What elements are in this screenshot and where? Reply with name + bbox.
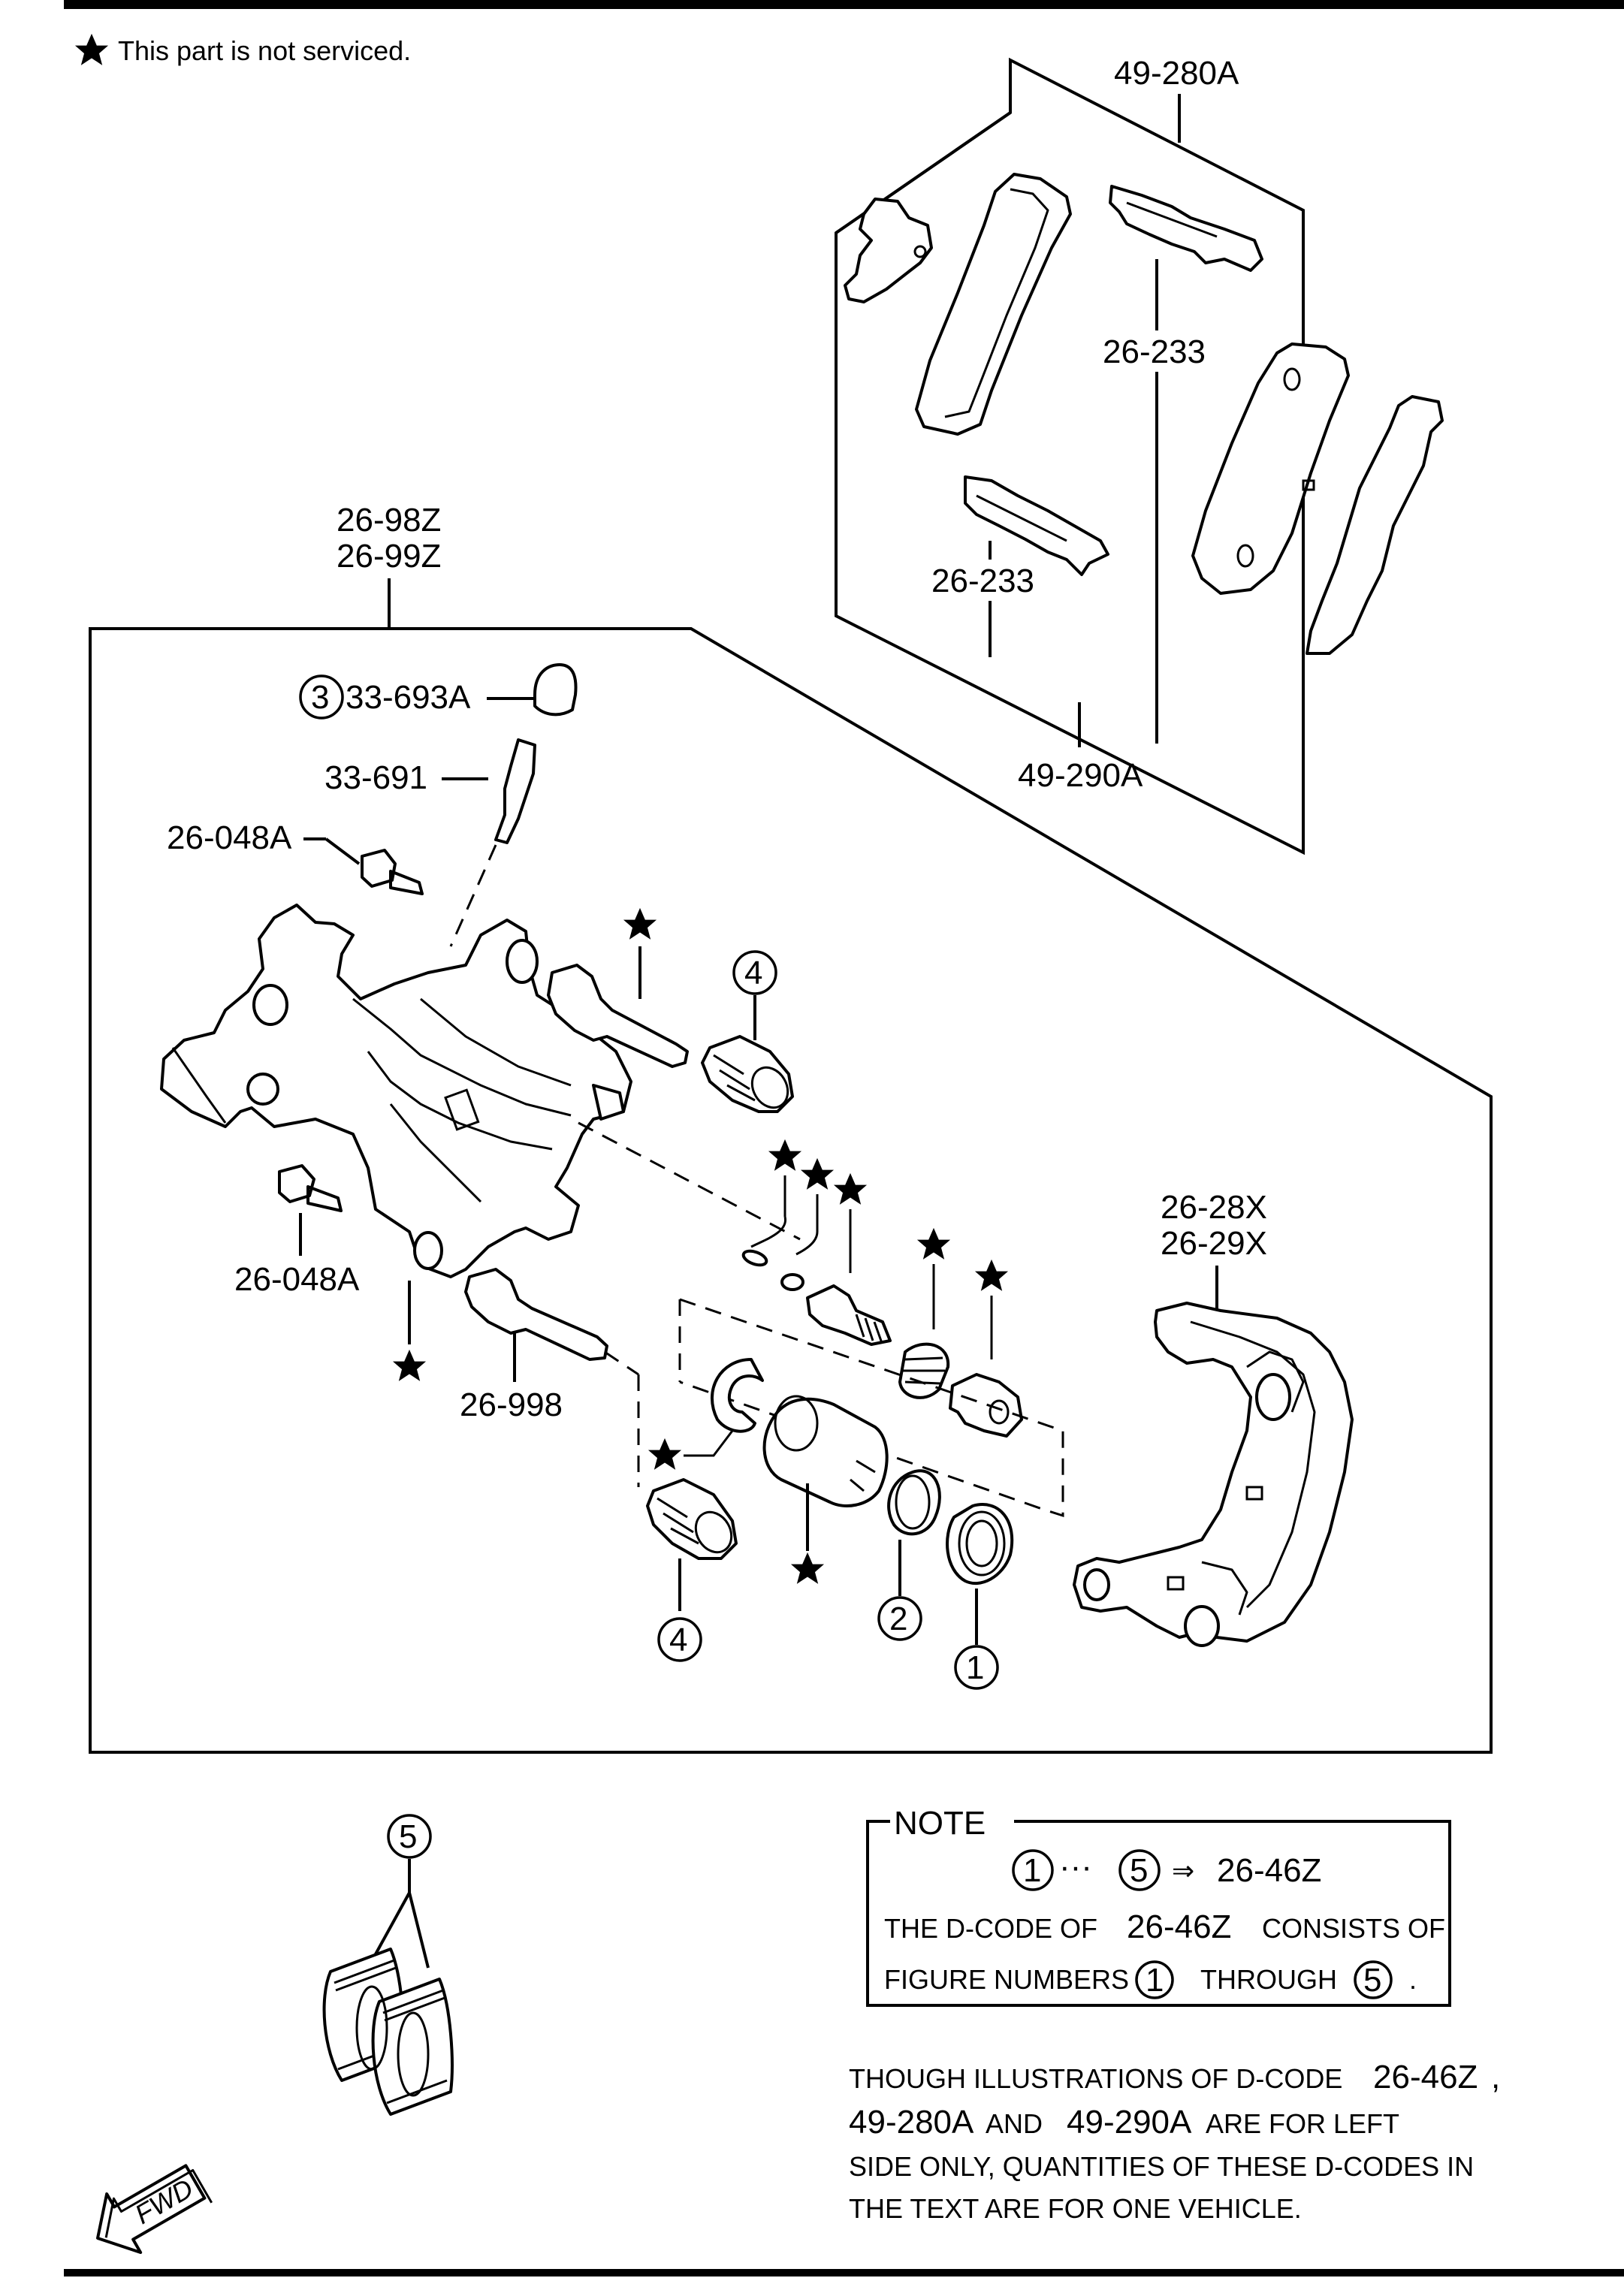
note-title: NOTE: [894, 1805, 986, 1842]
piston-dust-seal: [946, 1503, 1014, 1586]
footnote: THOUGH ILLUSTRATIONS OF D-CODE 26-46Z , …: [849, 2059, 1500, 2224]
caliper-body: [160, 904, 632, 1278]
pad-clip-upper: [1109, 185, 1263, 272]
note-line2-a: THE D-CODE OF: [884, 1913, 1097, 1944]
note-range-to: 5: [1130, 1852, 1148, 1889]
caliper-bracket: [1073, 1302, 1354, 1643]
circle-3: [299, 674, 344, 720]
legend-text: This part is not serviced.: [118, 35, 411, 66]
guide-pin-upper: [547, 964, 689, 1068]
bleeder-code: 33-691: [324, 759, 427, 796]
star-icon: [392, 1349, 427, 1381]
footnote-line1-end: ,: [1491, 2059, 1500, 2095]
legend: This part is not serviced.: [74, 33, 411, 66]
circle-2: [877, 1596, 922, 1641]
star-icon: [800, 1157, 835, 1190]
star-icon: [768, 1139, 802, 1171]
caliper-code-2: 26-99Z: [337, 538, 441, 575]
circle-4b-num: 4: [669, 1622, 687, 1658]
circle-1: [954, 1645, 999, 1690]
circle-5: [387, 1814, 432, 1859]
cap-code: 33-693A: [346, 679, 471, 716]
shim-left: [844, 198, 933, 303]
bottom-rule: [64, 2269, 1624, 2276]
bleeder-screw: [494, 738, 536, 844]
pads-code-bottom: 49-290A: [1018, 757, 1143, 794]
circle-1-num: 1: [966, 1649, 984, 1686]
pads-code-top: 49-280A: [1114, 55, 1239, 92]
dust-boot-upper: [701, 1035, 794, 1113]
note-line2-code: 26-46Z: [1127, 1908, 1231, 1945]
fwd-arrow-icon: FWD: [96, 2164, 213, 2254]
star-icon: [974, 1259, 1009, 1291]
star-icon: [623, 907, 657, 940]
circle-3-num: 3: [311, 679, 329, 716]
footnote-line2-and: AND: [986, 2108, 1043, 2139]
note-range-code: 26-46Z: [1217, 1852, 1321, 1889]
circle-2-num: 2: [889, 1601, 907, 1637]
note-line3-to: 5: [1363, 1962, 1381, 1999]
top-rule: [64, 0, 1624, 9]
star-icon: [647, 1438, 682, 1470]
footnote-line4: THE TEXT ARE FOR ONE VEHICLE.: [849, 2193, 1302, 2224]
note-line3-a: FIGURE NUMBERS: [884, 1964, 1129, 1995]
piston: [762, 1397, 889, 1507]
star-icon: [74, 33, 109, 65]
clip-code-lower: 26-233: [931, 563, 1034, 599]
star-icon: [916, 1227, 951, 1260]
brake-pad-outer: [915, 173, 1072, 436]
note-line3-from: 1: [1146, 1962, 1164, 1999]
circle-4a: [732, 950, 777, 995]
shim-right: [1306, 395, 1444, 655]
dust-boot-lower: [646, 1478, 738, 1560]
adjuster-screw: [806, 1284, 892, 1346]
circle-4b: [657, 1617, 702, 1662]
caliper-box-outline: [89, 627, 1493, 1754]
clip-code-upper: 26-233: [1103, 333, 1206, 370]
note-range-dots: ···: [1059, 1848, 1092, 1885]
bracket-code-1: 26-28X: [1161, 1189, 1267, 1226]
circle-4a-num: 4: [744, 955, 762, 991]
bolt-top: [361, 849, 424, 895]
footnote-line2-code1: 49-280A: [849, 2104, 974, 2141]
caliper-box: 26-98Z 26-99Z 3 33-693A 33-691 26-048A: [89, 502, 1493, 1754]
note-line3-b: THROUGH: [1200, 1964, 1337, 1995]
bolt-code-top: 26-048A: [167, 819, 292, 856]
bolt-bottom: [278, 1164, 343, 1212]
footnote-line2-code2: 49-290A: [1067, 2104, 1192, 2141]
guide-pin-lower: [464, 1268, 608, 1361]
bleeder-cap: [533, 663, 578, 717]
footnote-line2-b: ARE FOR LEFT: [1206, 2108, 1399, 2139]
star-icon: [833, 1172, 868, 1205]
brake-pad-inner: [1191, 342, 1350, 595]
note-range-arrow: ⇒: [1172, 1855, 1194, 1886]
footnote-line3: SIDE ONLY, QUANTITIES OF THESE D-CODES I…: [849, 2151, 1474, 2182]
note-line2-b: CONSISTS OF: [1262, 1913, 1445, 1944]
guide-pin-code: 26-998: [460, 1386, 563, 1423]
footnote-line1-code: 26-46Z: [1373, 2059, 1478, 2095]
bolt-code-bottom: 26-048A: [234, 1261, 360, 1298]
star-icon: [790, 1552, 825, 1584]
pin-small: [741, 1249, 768, 1267]
pads-box: 49-280A 49-290A 26-233 26-233: [835, 55, 1444, 855]
note-range-from: 1: [1023, 1852, 1041, 1889]
circle-5-num: 5: [399, 1818, 417, 1855]
caliper-code-1: 26-98Z: [337, 502, 441, 539]
note-box: NOTE 1 ··· 5 ⇒ 26-46Z THE D-CODE OF 26-4…: [866, 1805, 1451, 2007]
spring-retainer: [949, 1373, 1023, 1438]
grease-packets: 5: [322, 1814, 454, 2116]
bracket-code-2: 26-29X: [1161, 1225, 1267, 1262]
footnote-line1-a: THOUGH ILLUSTRATIONS OF D-CODE: [849, 2063, 1342, 2094]
snap-ring: [710, 1358, 764, 1433]
grease-packet-front: [371, 1978, 454, 2116]
note-line3-end: .: [1409, 1964, 1417, 1995]
o-ring-small: [780, 1273, 804, 1291]
